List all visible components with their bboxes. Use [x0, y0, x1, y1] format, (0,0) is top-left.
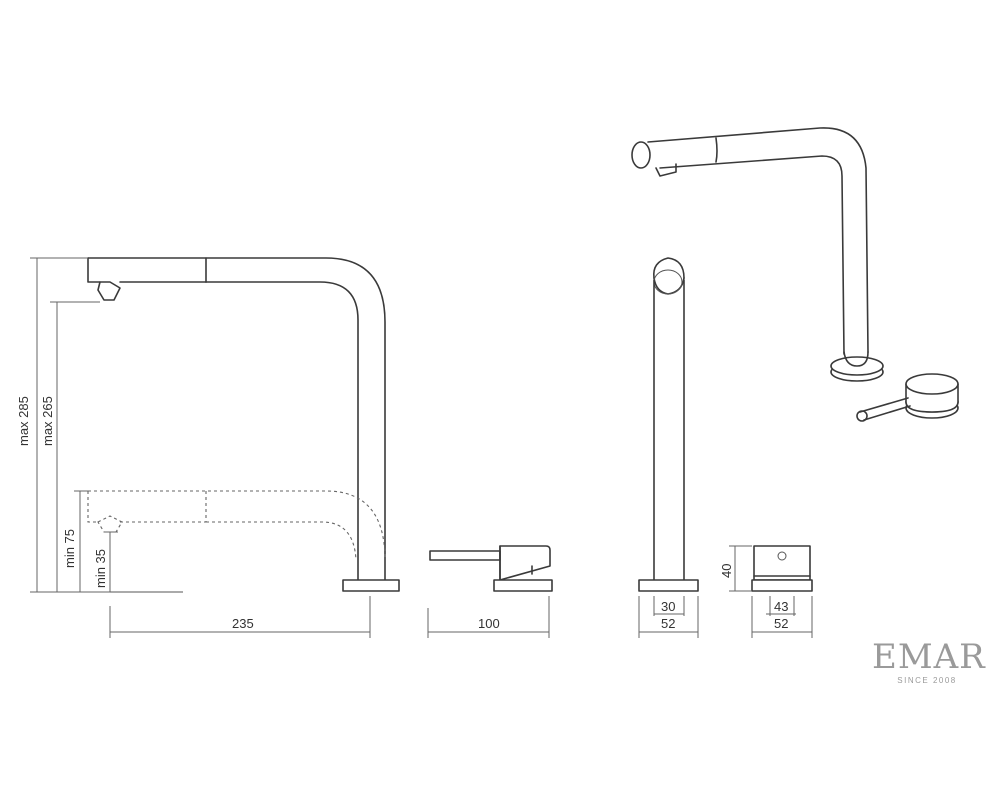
front-dimensions: 30 52 — [638, 596, 699, 638]
dim-min-35: min 35 — [93, 549, 108, 588]
lever-side-view — [429, 545, 553, 592]
dim-max-285: max 285 — [16, 396, 31, 446]
emar-logo: EMAR SINCE 2008 — [872, 637, 986, 685]
dim-52-front: 52 — [661, 616, 675, 631]
dim-30: 30 — [661, 599, 675, 614]
faucet-perspective-view — [631, 127, 959, 422]
logo-since: SINCE 2008 — [897, 676, 957, 685]
dim-43: 43 — [774, 599, 788, 614]
dim-max-265: max 265 — [40, 396, 55, 446]
dimension-235: 235 — [109, 596, 371, 638]
faucet-side-view — [87, 257, 400, 593]
dimension-100: 100 — [427, 596, 550, 638]
mixer-front-view — [751, 545, 813, 592]
mixer-dimensions: 40 43 52 — [719, 545, 813, 638]
dim-52-lever: 52 — [774, 616, 788, 631]
logo-brand: EMAR — [872, 637, 986, 677]
faucet-front-view — [638, 257, 699, 592]
dim-235: 235 — [232, 616, 254, 631]
dim-100: 100 — [478, 616, 500, 631]
vertical-dimensions: max 285 max 265 min 75 min 35 — [16, 257, 118, 593]
dim-40: 40 — [719, 564, 734, 578]
dim-min-75: min 75 — [62, 529, 77, 568]
